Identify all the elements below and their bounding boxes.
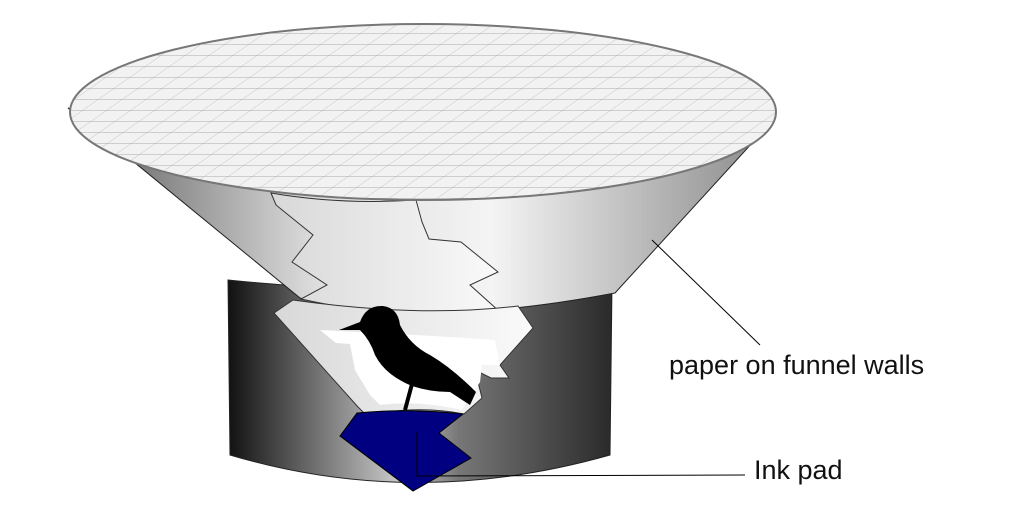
label-ink-pad: Ink pad bbox=[754, 455, 843, 485]
ink-pad-leader-line bbox=[416, 432, 746, 477]
funnel-walls-leader-line bbox=[651, 239, 761, 346]
bird-silhouette bbox=[339, 305, 476, 405]
ink-pad bbox=[339, 410, 472, 492]
bird-leg bbox=[403, 383, 414, 411]
label-paper-on-funnel-walls: paper on funnel walls bbox=[669, 350, 925, 380]
funnel-top-grid-paper bbox=[69, 23, 777, 201]
